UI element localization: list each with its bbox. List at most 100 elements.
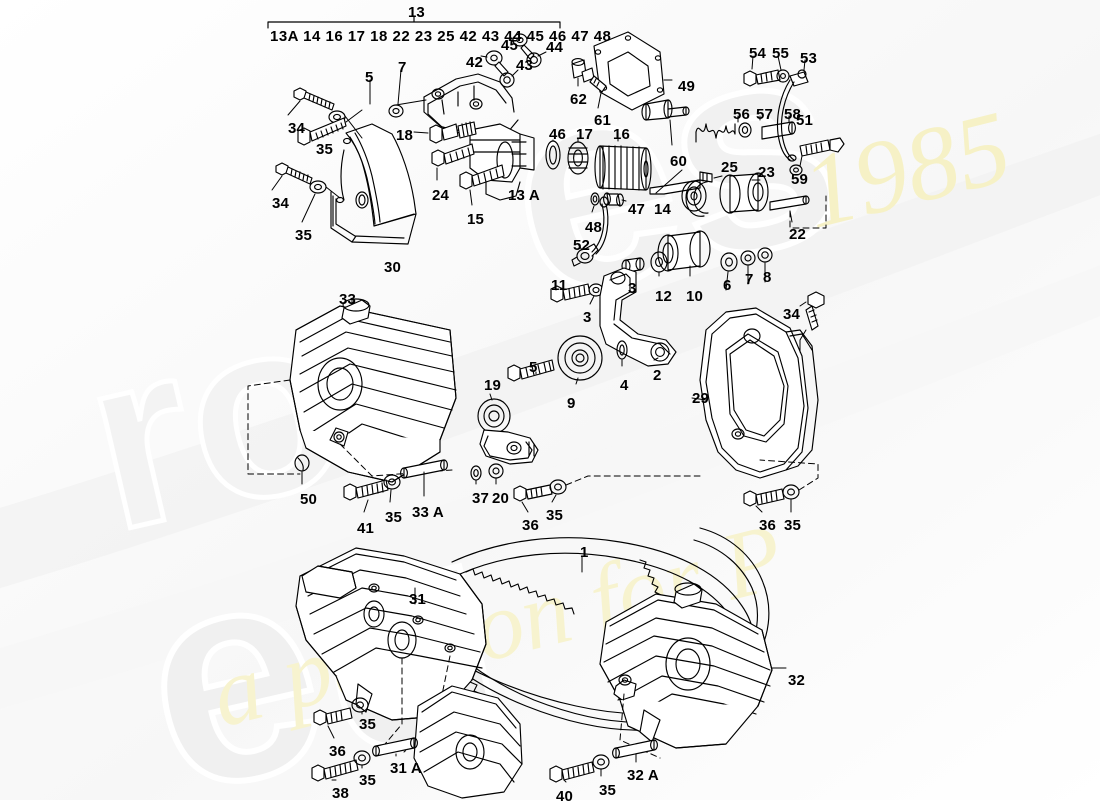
callout-31: 31 — [409, 591, 427, 608]
part-29-cover — [691, 307, 819, 479]
part-51-pipe — [776, 59, 809, 176]
callout-53: 53 — [800, 50, 818, 67]
callout-35: 35 — [784, 517, 802, 534]
callout-45: 45 — [501, 37, 519, 54]
part-52-sender — [571, 196, 609, 267]
callout-11: 11 — [551, 277, 568, 294]
fastener-59 — [799, 137, 845, 167]
fastener-35-mid — [549, 475, 701, 503]
callout-5: 5 — [529, 359, 538, 376]
fastener-20 — [488, 463, 504, 485]
callout-34: 34 — [272, 195, 290, 212]
callout-2: 2 — [653, 367, 662, 384]
callout-52: 52 — [573, 237, 591, 254]
part-56-spring — [695, 115, 739, 143]
callout-14: 14 — [654, 201, 672, 218]
part-31-lower-section — [413, 685, 523, 799]
callout-1: 1 — [580, 544, 589, 561]
callout-23: 23 — [758, 164, 776, 181]
callout-54: 54 — [749, 45, 767, 62]
callout-58: 58 — [784, 106, 802, 123]
callout-18: 18 — [396, 127, 414, 144]
callout-10: 10 — [686, 288, 704, 305]
callout-59: 59 — [791, 171, 809, 188]
callout-55: 55 — [772, 45, 790, 62]
callout-16: 16 — [613, 126, 631, 143]
part-9-pulley — [557, 335, 603, 385]
callout-35: 35 — [316, 141, 334, 158]
fastener-35-lower — [301, 180, 341, 223]
callout-33a: 33 A — [412, 504, 444, 521]
part-46-seal — [545, 139, 561, 170]
fastener-24 — [431, 143, 475, 181]
part-58-sleeve — [761, 115, 796, 140]
callout-34: 34 — [783, 306, 801, 323]
fastener-36-right — [743, 488, 785, 513]
callout-25: 25 — [721, 159, 739, 176]
callout-22: 22 — [789, 226, 807, 243]
callout-3: 3 — [583, 309, 592, 326]
callout-24: 24 — [432, 187, 450, 204]
callout-35: 35 — [385, 509, 403, 526]
fastener-7-top — [388, 69, 427, 118]
fastener-15 — [459, 164, 505, 206]
callout-34: 34 — [288, 120, 306, 137]
part-16-bellows — [594, 130, 652, 191]
fastener-44 — [526, 51, 547, 68]
callout-42: 42 — [466, 54, 484, 71]
fastener-6 — [720, 252, 738, 291]
callout-30: 30 — [384, 259, 402, 276]
part-19-tensioner — [477, 393, 539, 465]
part-33-cam-cover — [247, 298, 457, 483]
fastener-35-c — [383, 474, 401, 503]
fastener-38 — [311, 759, 359, 782]
fastener-37 — [470, 465, 482, 485]
callout-32: 32 — [788, 672, 806, 689]
fastener-5-top — [297, 79, 371, 146]
fastener-43 — [499, 69, 519, 88]
callout-33: 33 — [339, 291, 357, 308]
fastener-18 — [413, 121, 477, 144]
callout-60: 60 — [670, 153, 688, 170]
part-19-bearing-top — [681, 180, 707, 212]
part-23-roller — [719, 172, 769, 214]
callout-17: 17 — [576, 126, 594, 143]
callout-6: 6 — [723, 277, 732, 294]
callout-32a: 32 A — [627, 767, 659, 784]
callout-35: 35 — [295, 227, 313, 244]
callout-15: 15 — [467, 211, 485, 228]
callout-48: 48 — [585, 219, 603, 236]
callout-44: 44 — [546, 39, 564, 56]
fastener-35-bottom1 — [351, 697, 369, 715]
callout-35: 35 — [359, 772, 377, 789]
fastener-35-bottom3 — [592, 754, 610, 777]
callout-50: 50 — [300, 491, 318, 508]
callout-51: 51 — [796, 112, 814, 129]
part-31A-pin — [372, 737, 418, 757]
fastener-35-bottom2 — [353, 750, 371, 769]
callout-36: 36 — [522, 517, 540, 534]
group-bracket-items: 13A 14 16 17 18 22 23 25 42 43 44 45 46 … — [270, 28, 612, 45]
watermark-brand-text-2: es — [478, 0, 865, 361]
part-4-spacer — [616, 340, 628, 367]
callout-36: 36 — [329, 743, 347, 760]
callout-13a: 13 A — [508, 187, 540, 204]
callout-35: 35 — [546, 507, 564, 524]
part-12-washer — [650, 251, 668, 277]
fastener-42 — [480, 50, 509, 77]
callout-56: 56 — [733, 106, 751, 123]
callout-31a: 31 A — [390, 760, 422, 777]
callout-43: 43 — [516, 57, 534, 74]
callout-38: 38 — [332, 785, 350, 802]
callout-35: 35 — [599, 782, 617, 799]
callout-4: 4 — [620, 377, 629, 394]
fastener-34-top — [287, 87, 335, 116]
fastener-11 — [550, 283, 591, 303]
callout-9: 9 — [567, 395, 576, 412]
group-number-header: 13 — [408, 4, 425, 21]
part-17-gear — [567, 137, 589, 175]
callout-47: 47 — [628, 201, 646, 218]
